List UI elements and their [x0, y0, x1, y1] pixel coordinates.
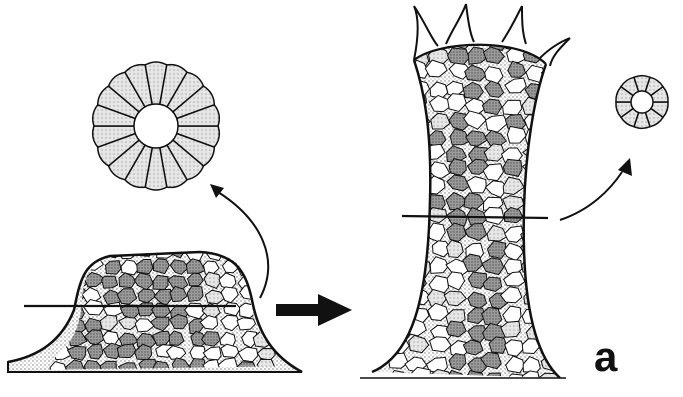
cell — [408, 225, 428, 242]
cell — [390, 211, 410, 227]
cell — [49, 258, 67, 272]
cell — [257, 304, 274, 318]
cell — [390, 64, 410, 79]
cell — [390, 309, 408, 324]
cell — [387, 49, 410, 66]
cell — [49, 272, 67, 288]
stalk-cross-section-ring — [616, 76, 668, 129]
cell — [239, 246, 257, 261]
panel-label: a — [594, 336, 617, 378]
cell — [387, 242, 406, 259]
cell — [542, 323, 562, 341]
cell — [391, 276, 412, 292]
cell — [412, 260, 431, 278]
cell — [48, 302, 66, 317]
elongated-stalk — [360, 4, 570, 389]
cell — [484, 207, 504, 224]
cell — [540, 290, 560, 308]
stalk-to-section-arrow — [560, 158, 632, 220]
cell — [394, 80, 413, 97]
cell — [541, 303, 561, 322]
cell — [157, 244, 174, 258]
cell — [411, 32, 431, 48]
cell — [466, 371, 485, 388]
cell — [542, 92, 560, 111]
cell — [253, 245, 273, 258]
cell — [412, 209, 429, 225]
cell — [503, 100, 522, 115]
ring-lumen — [134, 104, 178, 148]
cell — [540, 181, 561, 197]
cell — [408, 241, 426, 256]
cell — [541, 229, 559, 243]
cell — [50, 290, 67, 305]
cell — [391, 130, 411, 146]
cell — [410, 191, 432, 208]
cell — [541, 261, 561, 276]
cell — [67, 258, 84, 273]
cell — [388, 113, 410, 130]
cell — [412, 131, 430, 145]
cell — [542, 82, 563, 97]
stalk-section-line — [402, 216, 548, 218]
cell — [546, 276, 565, 292]
cell — [102, 276, 118, 288]
cell — [69, 243, 87, 256]
cell — [252, 273, 271, 287]
cell — [541, 146, 560, 163]
cell — [524, 179, 545, 196]
cell — [411, 367, 430, 385]
cell — [392, 226, 412, 243]
cell — [153, 275, 168, 289]
mound-cross-section-ring — [93, 62, 220, 190]
cell — [540, 240, 563, 255]
cell — [540, 163, 560, 177]
ring-lumen — [631, 91, 653, 113]
cell — [540, 191, 560, 209]
cell — [390, 287, 410, 305]
cell — [392, 177, 410, 195]
cell — [391, 194, 413, 211]
cell — [386, 256, 408, 272]
transition-arrow — [276, 294, 352, 326]
cell-mound — [8, 243, 302, 378]
cell — [388, 97, 408, 113]
cell — [85, 244, 101, 257]
cell — [391, 162, 413, 179]
cell — [51, 245, 68, 260]
cell — [541, 129, 559, 145]
cell — [503, 159, 522, 176]
cell — [539, 113, 560, 127]
cell — [409, 143, 429, 159]
cell — [393, 34, 414, 49]
cell — [394, 146, 412, 163]
